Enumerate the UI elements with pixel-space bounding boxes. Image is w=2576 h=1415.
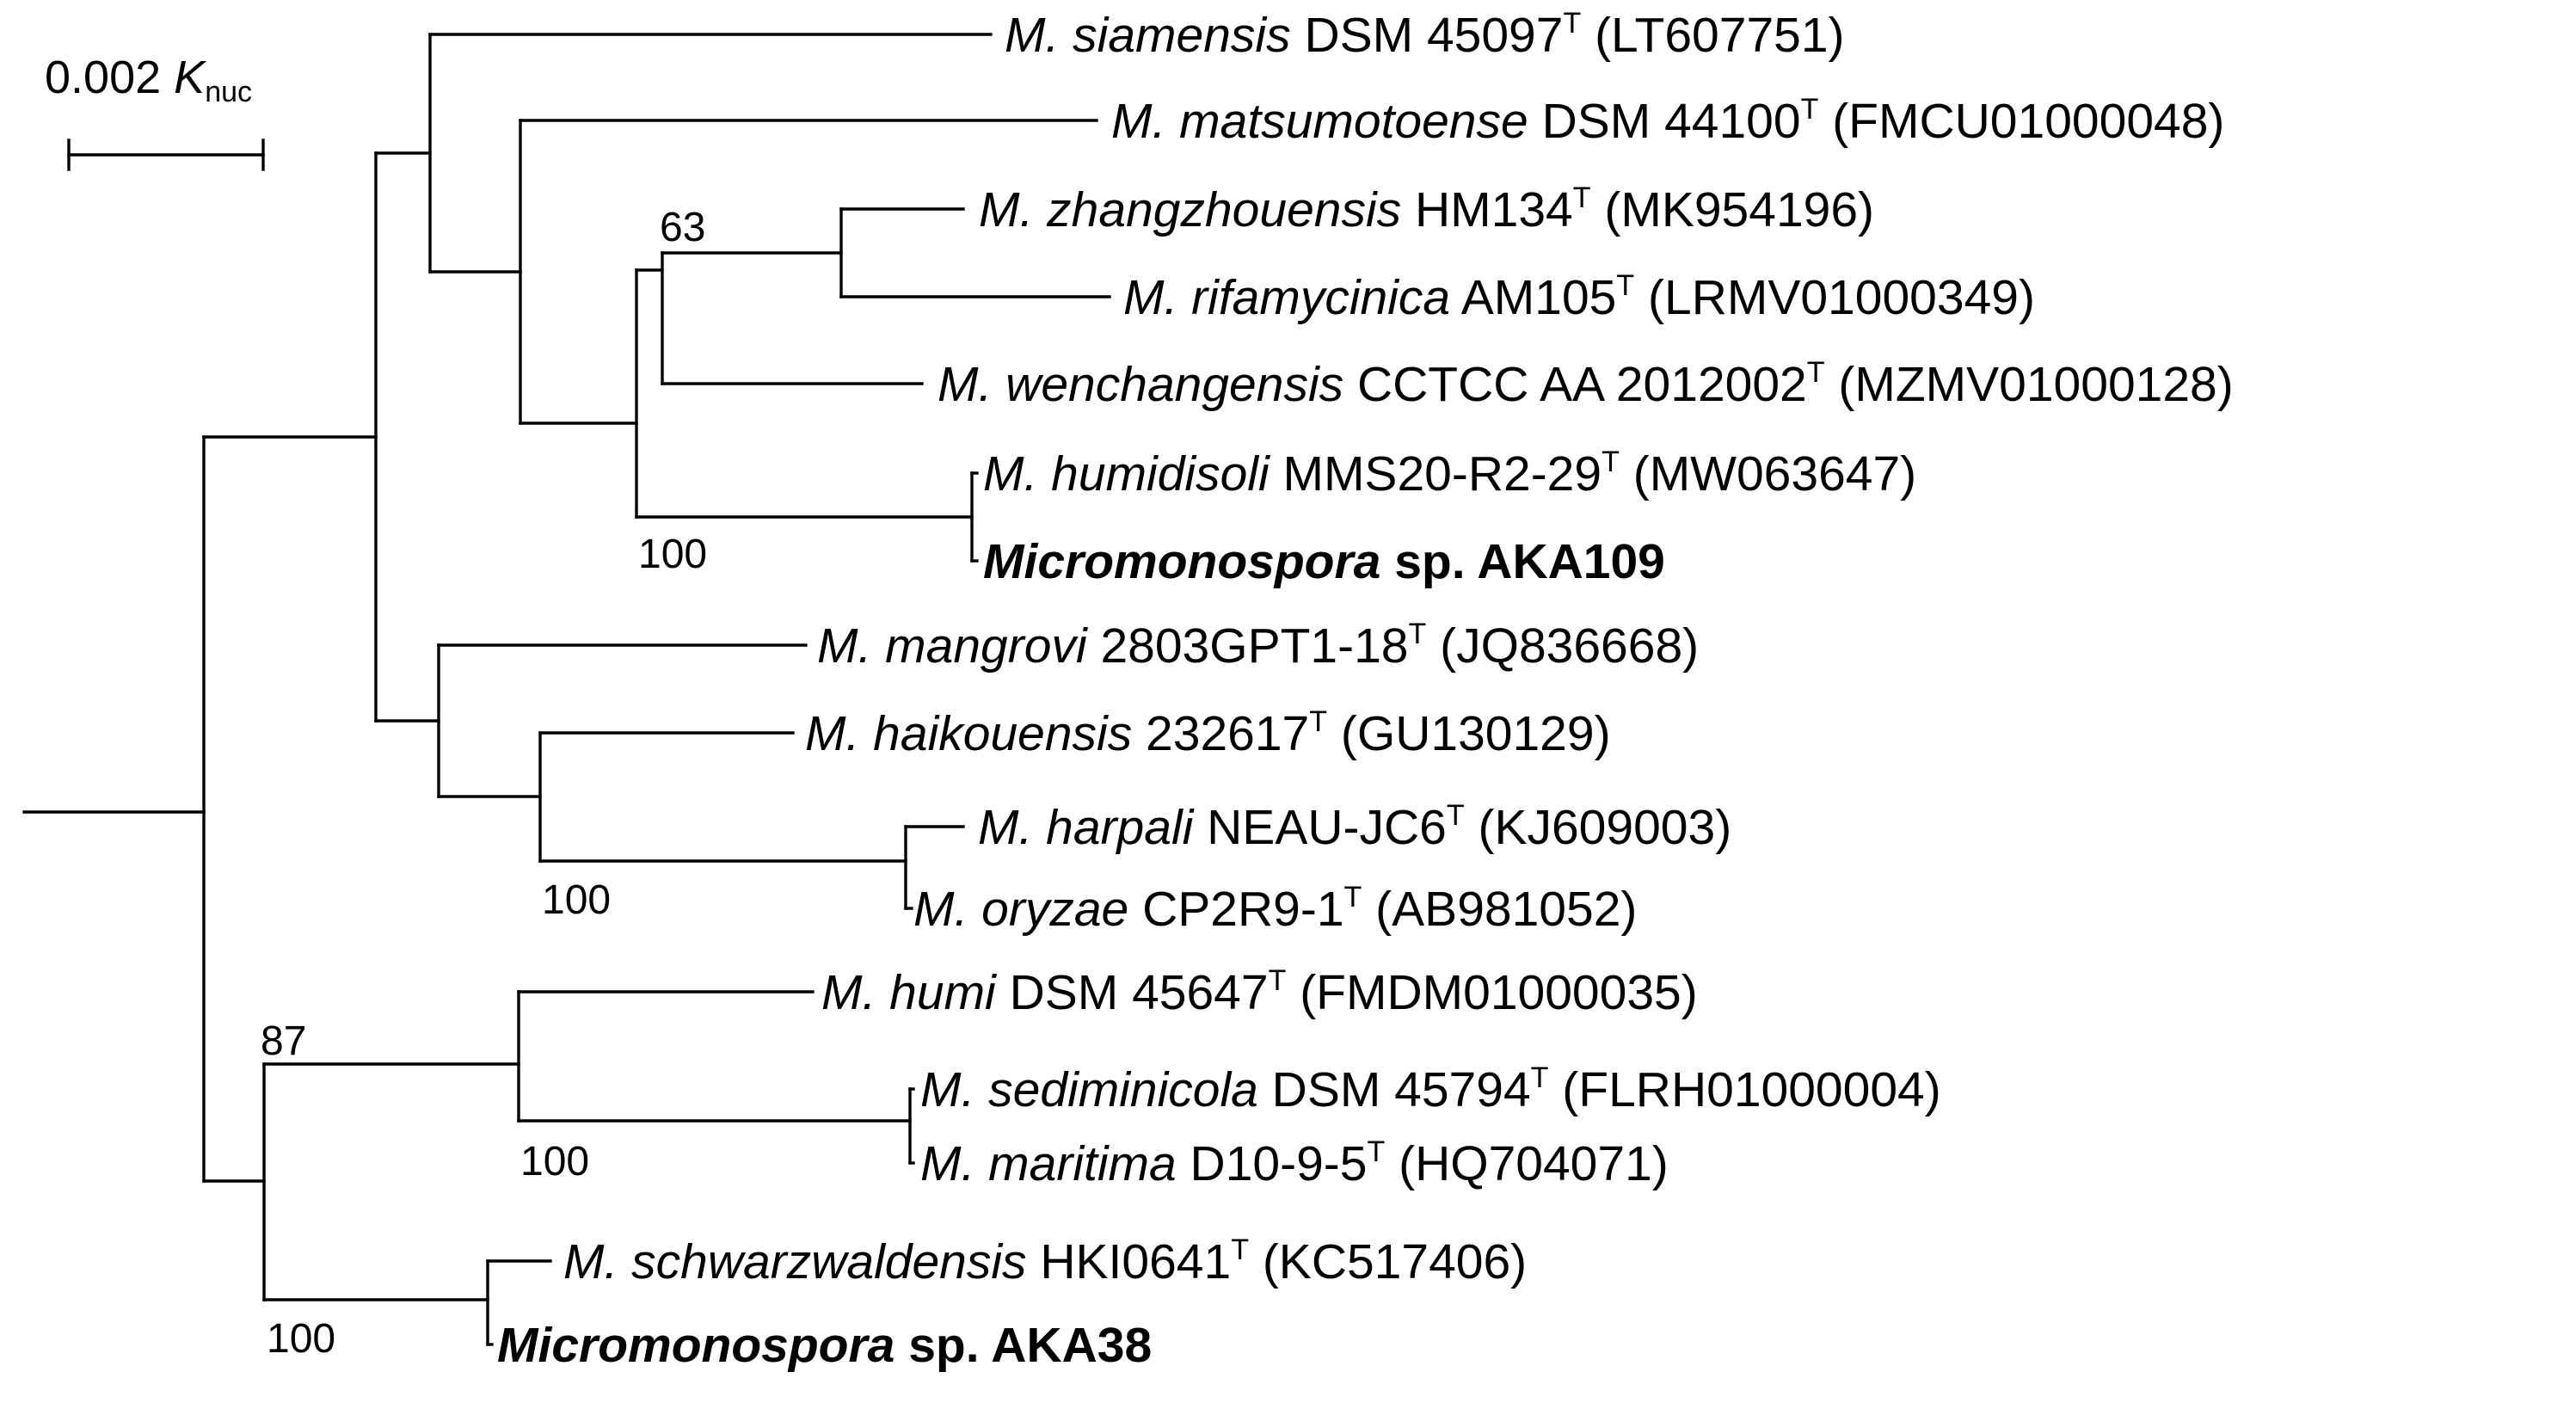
taxon-label: M. matsumotoense DSM 44100T (FMCU0100004…: [1111, 93, 2224, 149]
taxon-label: M. sediminicola DSM 45794T (FLRH01000004…: [920, 1061, 1941, 1117]
taxon-label: M. rifamycinica AM105T (LRMV01000349): [1123, 269, 2035, 325]
taxon-label: Micromonospora sp. AKA38: [497, 1318, 1152, 1373]
taxon-label: M. oryzae CP2R9-1T (AB981052): [913, 881, 1637, 937]
taxon-label: M. haikouensis 232617T (GU130129): [805, 705, 1611, 761]
taxon-label: M. schwarzwaldensis HKI0641T (KC517406): [563, 1234, 1527, 1289]
bootstrap-label: 100: [638, 532, 707, 577]
taxon-label: M. humi DSM 45647T (FMDM01000035): [821, 964, 1698, 1020]
taxon-label: Micromonospora sp. AKA109: [983, 534, 1665, 589]
taxon-label: M. zhangzhouensis HM134T (MK954196): [979, 181, 1874, 237]
scale-bar-symbol: K: [174, 52, 206, 103]
taxon-label: M. maritima D10-9-5T (HQ704071): [920, 1135, 1669, 1191]
scale-bar-subscript: nuc: [205, 76, 252, 108]
scale-bar: 0.002 Knuc: [45, 52, 265, 171]
scale-bar-value: 0.002: [45, 52, 161, 103]
bootstrap-label: 100: [267, 1316, 335, 1362]
bootstrap-label: 63: [660, 205, 705, 250]
taxon-label: M. siamensis DSM 45097T (LT607751): [1005, 7, 1845, 63]
bootstrap-values: 63 100 100 87 100 100: [261, 205, 707, 1362]
leaf-labels: M. siamensis DSM 45097T (LT607751) M. ma…: [497, 7, 2234, 1373]
taxon-label: M. harpali NEAU-JC6T (KJ609003): [978, 799, 1731, 855]
bootstrap-label: 100: [520, 1139, 589, 1184]
bootstrap-label: 100: [542, 877, 611, 923]
taxon-label: M. wenchangensis CCTCC AA 2012002T (MZMV…: [938, 356, 2234, 412]
taxon-label: M. mangrovi 2803GPT1-18T (JQ836668): [817, 618, 1699, 674]
scale-bar-label: 0.002 Knuc: [45, 52, 252, 108]
tree-branches: [22, 33, 1111, 1346]
taxon-label: M. humidisoli MMS20-R2-29T (MW063647): [983, 446, 1916, 501]
bootstrap-label: 87: [261, 1018, 306, 1064]
